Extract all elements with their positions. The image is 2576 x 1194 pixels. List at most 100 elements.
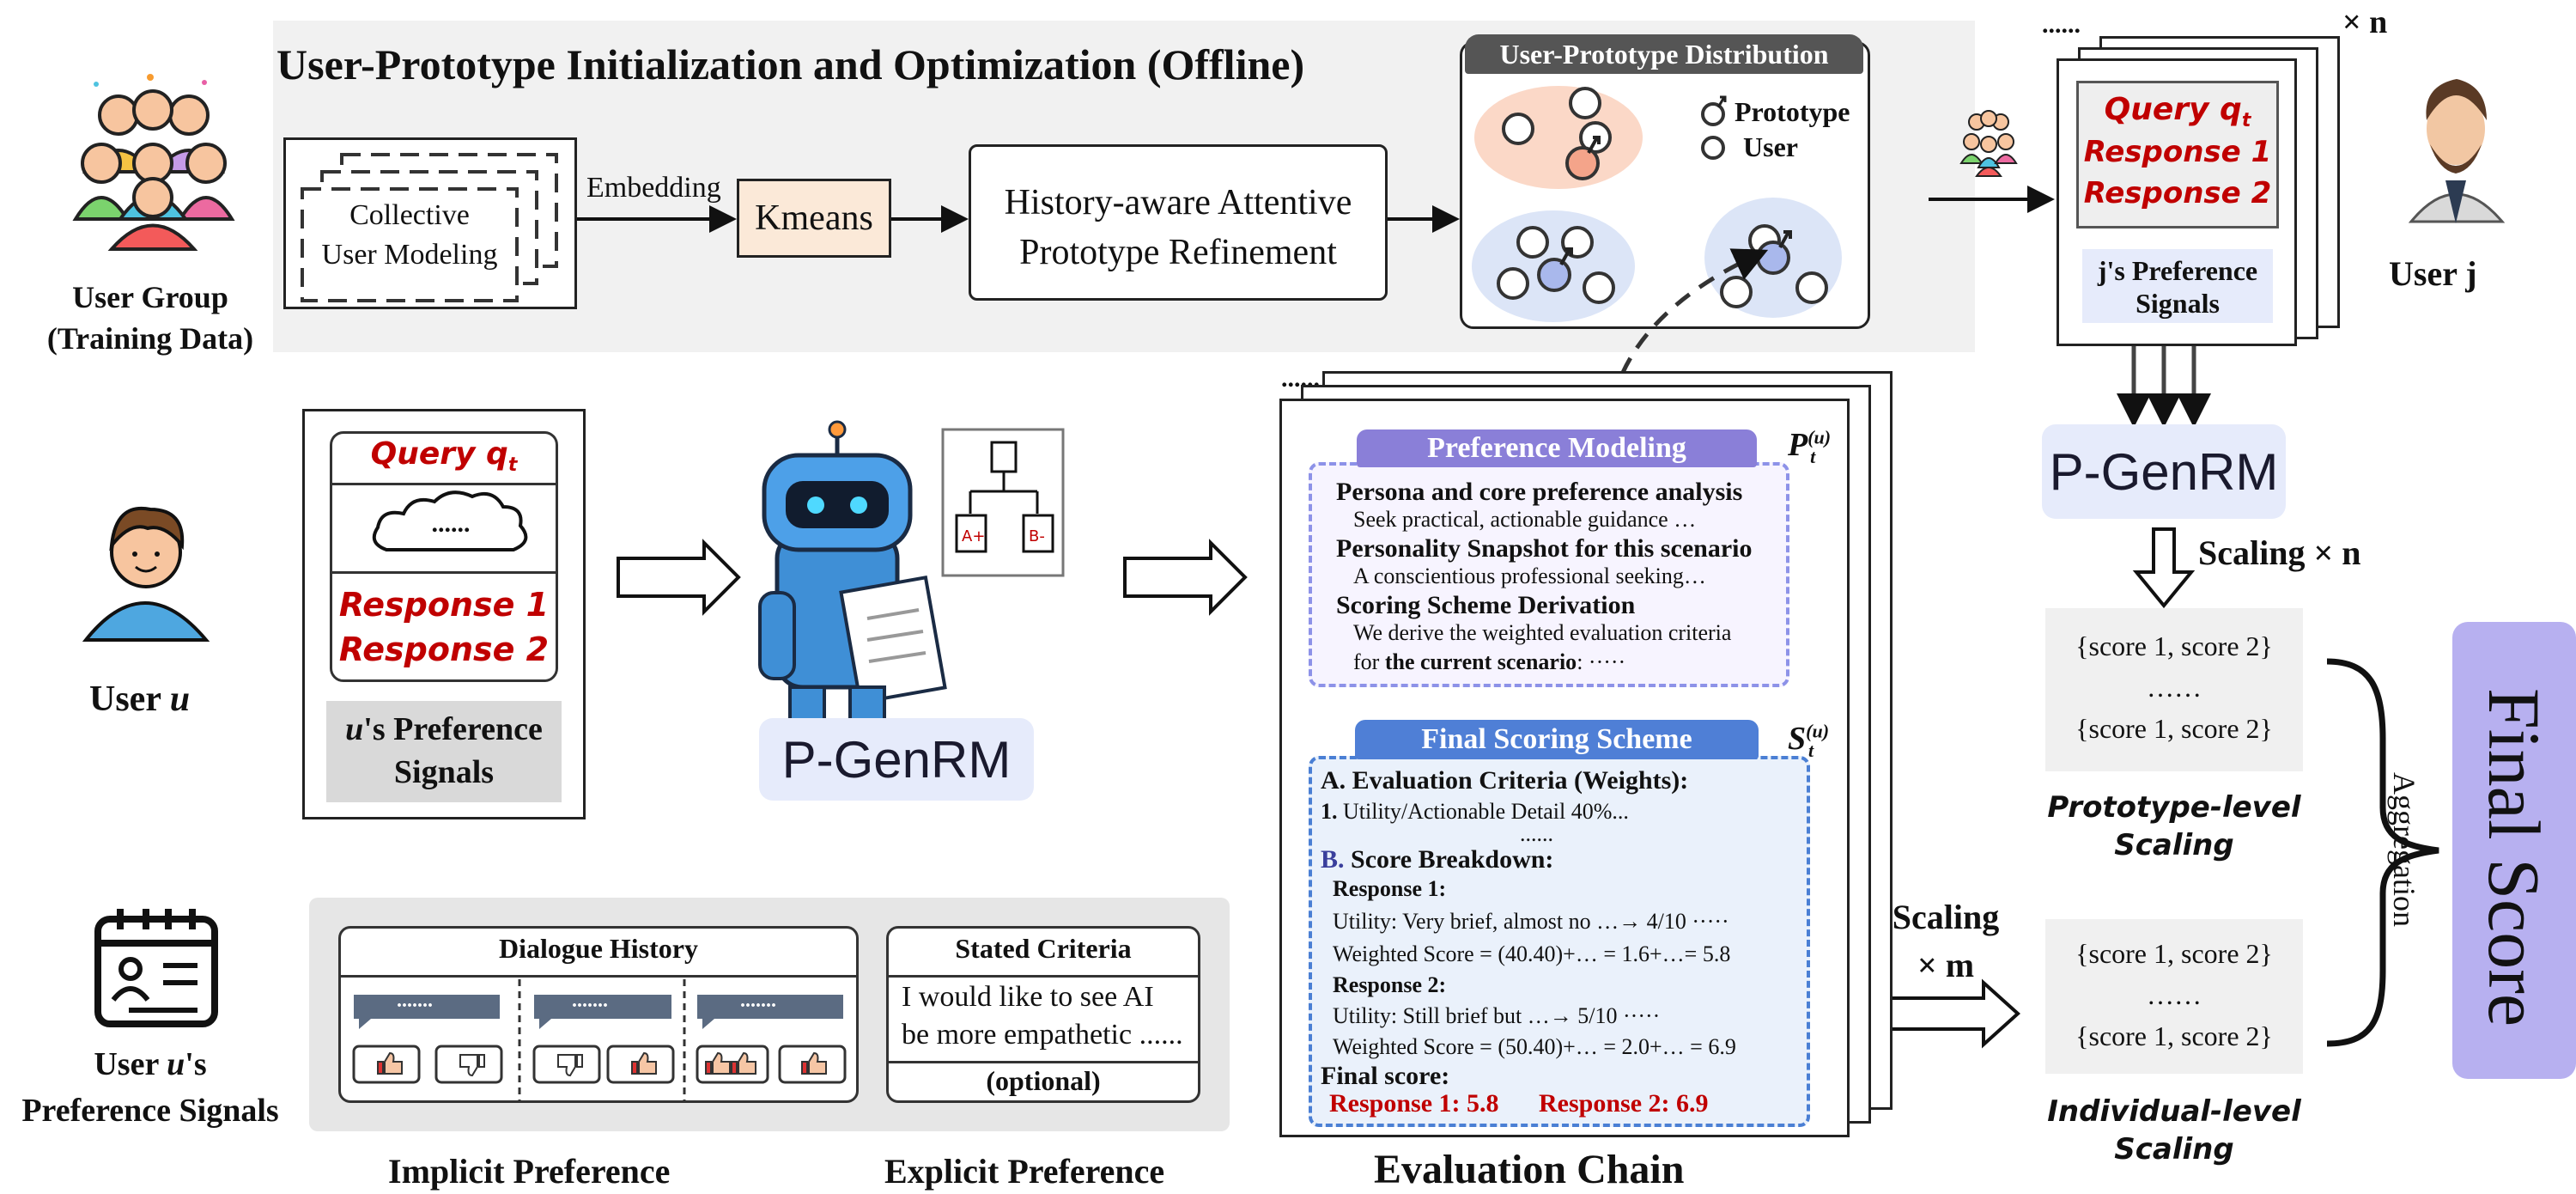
svg-text:A+: A+ <box>962 527 985 545</box>
user-j-dots: ...... <box>2042 10 2081 39</box>
collective-label: Collective User Modeling <box>302 196 517 275</box>
pm-t4: for the current scenario: ····· <box>1353 649 1626 674</box>
pm-t3: We derive the weighted evaluation criter… <box>1353 620 1732 645</box>
individual-line1: Individual-level <box>2047 1094 2301 1129</box>
cloud-text: ...... <box>431 509 471 538</box>
fs-final: Final score: <box>1321 1062 1450 1090</box>
distribution-header: User-Prototype Distribution <box>1465 34 1863 74</box>
pm-header: Preference Modeling <box>1357 429 1757 467</box>
user-u-signals-line1: 's Preference <box>363 711 543 747</box>
individual-scores: {score 1, score 2} …… {score 1, score 2} <box>2045 919 2303 1074</box>
legend-user: User <box>1743 131 1798 162</box>
individual-score-2: {score 1, score 2} <box>2075 1020 2273 1051</box>
pm-box <box>1309 462 1789 687</box>
stated-title: Stated Criteria <box>955 933 1132 964</box>
final-score-box <box>2452 622 2576 1079</box>
divider <box>330 483 558 485</box>
refinement-line1: History-aware Attentive <box>1004 183 1352 222</box>
fs-r2-ws: Weighted Score = (50.40)+… = 2.0+… = 6.9 <box>1333 1034 1736 1059</box>
aggregation-label: Aggregation <box>2387 772 2421 927</box>
fs-dots: ...... <box>1520 821 1553 846</box>
divider <box>886 1061 1200 1063</box>
svg-text:B-: B- <box>1029 527 1045 545</box>
divider <box>338 975 859 978</box>
thumbs-up-icon <box>377 1051 827 1075</box>
fs-r2-util: Utility: Still brief but …→ 5/10 ····· <box>1333 1003 1661 1028</box>
kmeans-box: Kmeans <box>737 179 891 258</box>
divider <box>330 571 558 574</box>
user-j-signals-line2: Signals <box>2136 288 2220 319</box>
individual-score-1: {score 1, score 2} <box>2075 938 2273 969</box>
user-group-label-line2: (Training Data) <box>46 321 254 356</box>
pm-h1: Persona and core preference analysis <box>1336 478 1743 506</box>
user-u-query: Query qt <box>370 436 518 477</box>
pm-t1: Seek practical, actionable guidance … <box>1353 507 1697 532</box>
user-j-multiplier: × n <box>2342 4 2388 40</box>
prototype-level-label: Prototype-level Scaling <box>2028 789 2320 864</box>
collective-label-line1: Collective <box>349 199 470 231</box>
user-group-label-line1: User Group <box>72 280 228 314</box>
individual-score-dots: …… <box>2147 979 2202 1010</box>
user-j-response2: Response 2 <box>2083 176 2272 211</box>
distribution-title: User-Prototype Distribution <box>1499 39 1829 70</box>
stated-line2: be more empathetic ...... <box>902 1019 1183 1051</box>
fs-r2: Response 2: <box>1333 972 1447 997</box>
bubble-text-2: ....... <box>572 990 608 1012</box>
user-j-response1: Response 1 <box>2083 135 2272 170</box>
thumbs-down-icon <box>459 1054 583 1077</box>
refinement-line2: Prototype Refinement <box>1019 233 1337 272</box>
user-u-signals-line2: Signals <box>393 754 495 790</box>
user-j-label: User j <box>2389 254 2477 293</box>
bubble-text-1: ....... <box>397 990 433 1012</box>
user-u-query-panel <box>330 431 558 682</box>
fs-box <box>1309 756 1810 1127</box>
scaling-m-line2: × m <box>1917 946 1975 984</box>
pm-t2: A conscientious professional seeking… <box>1353 563 1706 588</box>
stated-line1: I would like to see AI <box>902 981 1154 1013</box>
fs-a: A. Evaluation Criteria (Weights): <box>1321 766 1689 795</box>
pm-tag: P(u)t <box>1788 426 1832 467</box>
divider <box>886 975 1200 978</box>
user-j-signals: j's Preference Signals <box>2082 249 2273 323</box>
fs-tag: S(u)t <box>1788 720 1830 761</box>
user-group-label: User Group (Training Data) <box>17 277 283 359</box>
prototype-scores: {score 1, score 2} …… {score 1, score 2} <box>2045 608 2303 771</box>
user-u-response2: Response 2 <box>338 631 550 668</box>
chain-label: Evaluation Chain <box>1374 1147 1685 1192</box>
pm-h3: Scoring Scheme Derivation <box>1336 591 1636 619</box>
explicit-label: Explicit Preference <box>884 1152 1165 1191</box>
scaling-m-line1: Scaling <box>1892 898 2000 936</box>
bubble-text-3: ....... <box>740 990 776 1012</box>
stated-criteria-box <box>886 926 1200 1103</box>
refinement-box: History-aware Attentive Prototype Refine… <box>969 144 1388 301</box>
individual-level-label: Individual-level Scaling <box>2028 1093 2320 1168</box>
kmeans-label: Kmeans <box>755 198 873 238</box>
offline-title: User-Prototype Initialization and Optimi… <box>276 40 1305 88</box>
dialogue-title: Dialogue History <box>499 933 698 964</box>
legend-prototype: Prototype <box>1735 96 1850 127</box>
prototype-score-1: {score 1, score 2} <box>2075 631 2273 661</box>
fs-a1: 1. Utility/Actionable Detail 40%... <box>1321 799 1629 824</box>
prototype-score-2: {score 1, score 2} <box>2075 713 2273 744</box>
fs-r1-ws: Weighted Score = (40.40)+… = 1.6+…= 5.8 <box>1333 941 1731 966</box>
prototype-line2: Scaling <box>2114 828 2234 862</box>
user-u-label: User u <box>89 679 191 719</box>
fs-r1-util: Utility: Very brief, almost no …→ 4/10 ·… <box>1333 909 1729 934</box>
individual-line2: Scaling <box>2114 1132 2234 1167</box>
user-u-response1: Response 1 <box>338 586 550 624</box>
collective-label-line2: User Modeling <box>321 239 498 271</box>
pm-h2: Personality Snapshot for this scenario <box>1336 534 1753 563</box>
pm-title: Preference Modeling <box>1427 432 1686 464</box>
optional-label: (optional) <box>986 1065 1101 1096</box>
implicit-label: Implicit Preference <box>388 1152 671 1191</box>
user-j-pgenrm: P-GenRM <box>2042 424 2286 519</box>
scaling-n-label: Scaling × n <box>2198 533 2361 572</box>
user-u-signals: u's Preference Signals <box>326 701 562 802</box>
user-u-pgenrm: P-GenRM <box>759 718 1034 801</box>
